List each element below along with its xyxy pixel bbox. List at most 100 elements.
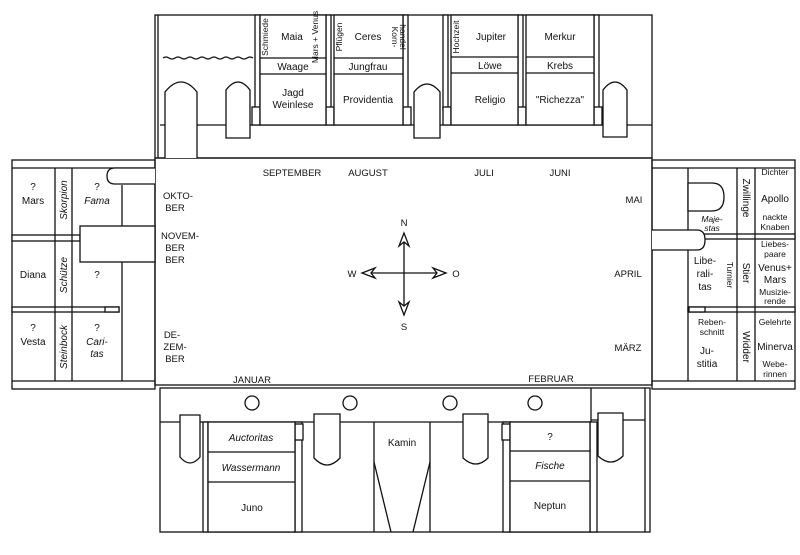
label-venus-mars: Venus+	[758, 263, 792, 274]
compass-west: W	[348, 269, 357, 280]
label-majestas: Maje-	[701, 214, 722, 224]
label-widder: Widder	[740, 331, 751, 363]
label-kamin: Kamin	[388, 438, 416, 449]
label-pfluegen: Pflügen	[334, 22, 344, 51]
label-dichter: Dichter	[762, 167, 789, 177]
compass-north: N	[401, 218, 408, 229]
label-unknown: ?	[94, 270, 100, 281]
arch-window	[413, 83, 441, 139]
label-nackte-knaben: Knaben	[760, 222, 790, 232]
window-niche	[179, 414, 201, 464]
label-dezember: ZEM-	[163, 342, 186, 353]
label-januar: JANUAR	[233, 375, 271, 386]
label-unknown: ?	[94, 182, 100, 193]
window-niche	[313, 413, 341, 466]
column-circle	[342, 395, 358, 411]
label-maerz: MÄRZ	[615, 343, 642, 354]
label-unknown: ?	[30, 323, 36, 334]
niche	[106, 167, 155, 185]
label-providentia: Providentia	[343, 95, 393, 106]
label-ceres: Ceres	[355, 32, 382, 43]
label-majestas: stas	[704, 223, 720, 233]
label-september: SEPTEMBER	[263, 168, 322, 179]
column-circle	[527, 395, 543, 411]
label-november: BER	[165, 243, 185, 254]
label-oktober: BER	[165, 203, 185, 214]
label-musizierende: rende	[764, 296, 786, 306]
label-gelehrte: Gelehrte	[759, 317, 792, 327]
window-niche	[597, 412, 624, 463]
label-venus-mars: Mars	[764, 275, 786, 286]
niche	[687, 182, 725, 212]
label-november: NOVEM-	[161, 231, 199, 242]
label-loewe: Löwe	[478, 61, 502, 72]
compass-rose: N S W O	[348, 218, 460, 333]
label-mars-venus: Mars + Venus	[310, 11, 320, 63]
label-auctoritas: Auctoritas	[228, 433, 273, 444]
label-skorpion: Skorpion	[59, 180, 70, 220]
fireplace	[373, 422, 431, 533]
label-justitia: stitia	[697, 359, 718, 370]
label-richezza: "Richezza"	[536, 95, 585, 106]
label-turnier: Turnier	[725, 262, 735, 289]
water-line	[162, 56, 254, 60]
top-wing: Schmiede Maia Mars + Venus Waage Jagd We…	[154, 11, 653, 159]
label-apollo: Apollo	[761, 194, 789, 205]
arch-window	[225, 81, 251, 139]
label-juli: JULI	[474, 168, 494, 179]
label-rebenschnitt: Reben-	[698, 317, 726, 327]
label-krebs: Krebs	[547, 61, 573, 72]
label-liebespaare: paare	[764, 249, 786, 259]
label-jagd: Jagd	[282, 88, 304, 99]
label-zwillinge: Zwillinge	[740, 179, 751, 218]
label-religio: Religio	[475, 95, 506, 106]
label-unknown: ?	[547, 432, 553, 443]
label-weberinnen: rinnen	[763, 369, 787, 379]
left-wing: ? Mars Skorpion ? Fama Diana Schütze ? ?…	[11, 159, 156, 390]
label-liberalitas: rali-	[697, 269, 714, 280]
label-merkur: Merkur	[544, 32, 576, 43]
label-diana: Diana	[20, 270, 47, 281]
label-unknown: ?	[30, 182, 36, 193]
label-musizierende: Musizie-	[759, 287, 791, 297]
label-neptun: Neptun	[534, 501, 566, 512]
niche	[652, 229, 706, 251]
label-nackte-knaben: nackte	[762, 212, 787, 222]
label-februar: FEBRUAR	[528, 374, 574, 385]
month-labels: SEPTEMBER AUGUST JULI JUNI OKTO- BER NOV…	[161, 168, 642, 386]
label-schmiede: Schmiede	[260, 18, 270, 56]
label-unknown: ?	[94, 323, 100, 334]
arch-door	[164, 81, 198, 158]
label-liberalitas: Libe-	[694, 256, 716, 267]
bottom-wing: Auctoritas Wassermann Juno Kamin ? Fisch…	[159, 387, 651, 533]
label-weinlese: Weinlese	[273, 100, 314, 111]
right-wing: Maje- stas Zwillinge Dichter Apollo nack…	[651, 159, 796, 390]
label-november: BER	[165, 255, 185, 266]
window-niche	[462, 413, 489, 465]
column-circle	[244, 395, 260, 411]
label-schuetze: Schütze	[59, 256, 70, 293]
label-liberalitas: tas	[698, 282, 711, 293]
compass-south: S	[401, 322, 407, 333]
label-april: APRIL	[614, 269, 641, 280]
label-oktober: OKTO-	[163, 191, 193, 202]
label-minerva: Minerva	[757, 342, 793, 353]
label-wassermann: Wassermann	[222, 463, 281, 474]
label-juno: Juno	[241, 503, 263, 514]
compass-east: O	[452, 269, 459, 280]
column-circle	[442, 395, 458, 411]
label-jungfrau: Jungfrau	[349, 62, 388, 73]
label-fama: Fama	[84, 196, 110, 207]
label-caritas: tas	[90, 349, 103, 360]
label-vesta: Vesta	[20, 337, 45, 348]
label-fische: Fische	[535, 461, 565, 472]
label-weberinnen: Webe-	[763, 359, 788, 369]
label-steinbock: Steinbock	[59, 324, 70, 369]
label-waage: Waage	[277, 62, 309, 73]
label-hochzeit: Hochzeit	[451, 20, 461, 54]
label-justitia: Ju-	[700, 346, 714, 357]
label-korn: Korn-	[390, 27, 400, 48]
label-caritas: Cari-	[86, 337, 108, 348]
